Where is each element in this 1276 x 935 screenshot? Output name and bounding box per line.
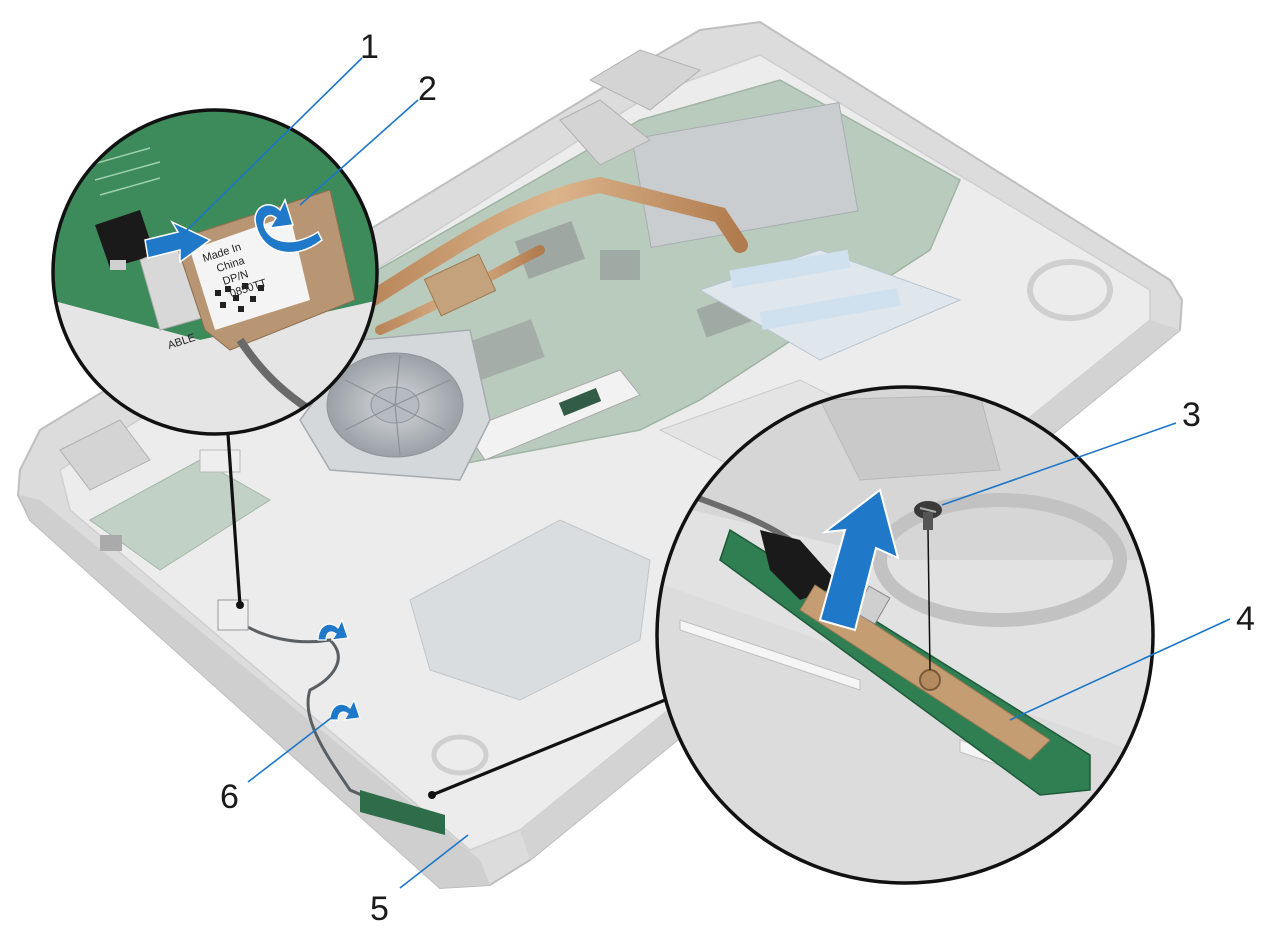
right-zoom-detail [655, 385, 1155, 885]
callouts: 1 2 3 4 5 6 [184, 28, 1255, 928]
screw-icon [914, 501, 942, 530]
motherboard [359, 79, 961, 471]
callout-1: 1 [360, 28, 379, 66]
lift-arrow-icon [818, 488, 900, 632]
push-arrow-icon [144, 220, 212, 264]
antenna-cable [217, 599, 445, 835]
callout-5: 5 [370, 890, 389, 928]
routing-arrows [317, 618, 361, 721]
heatpipe [362, 176, 748, 335]
left-zoom-pointer [226, 433, 242, 606]
callout-6: 6 [220, 778, 239, 816]
callout-2: 2 [418, 70, 437, 108]
callout-4: 4 [1236, 600, 1255, 638]
callout-3: 3 [1182, 396, 1201, 434]
right-zoom-pointer [431, 698, 666, 797]
peel-arrow-icon [254, 198, 323, 254]
hinge-brackets [59, 49, 702, 491]
